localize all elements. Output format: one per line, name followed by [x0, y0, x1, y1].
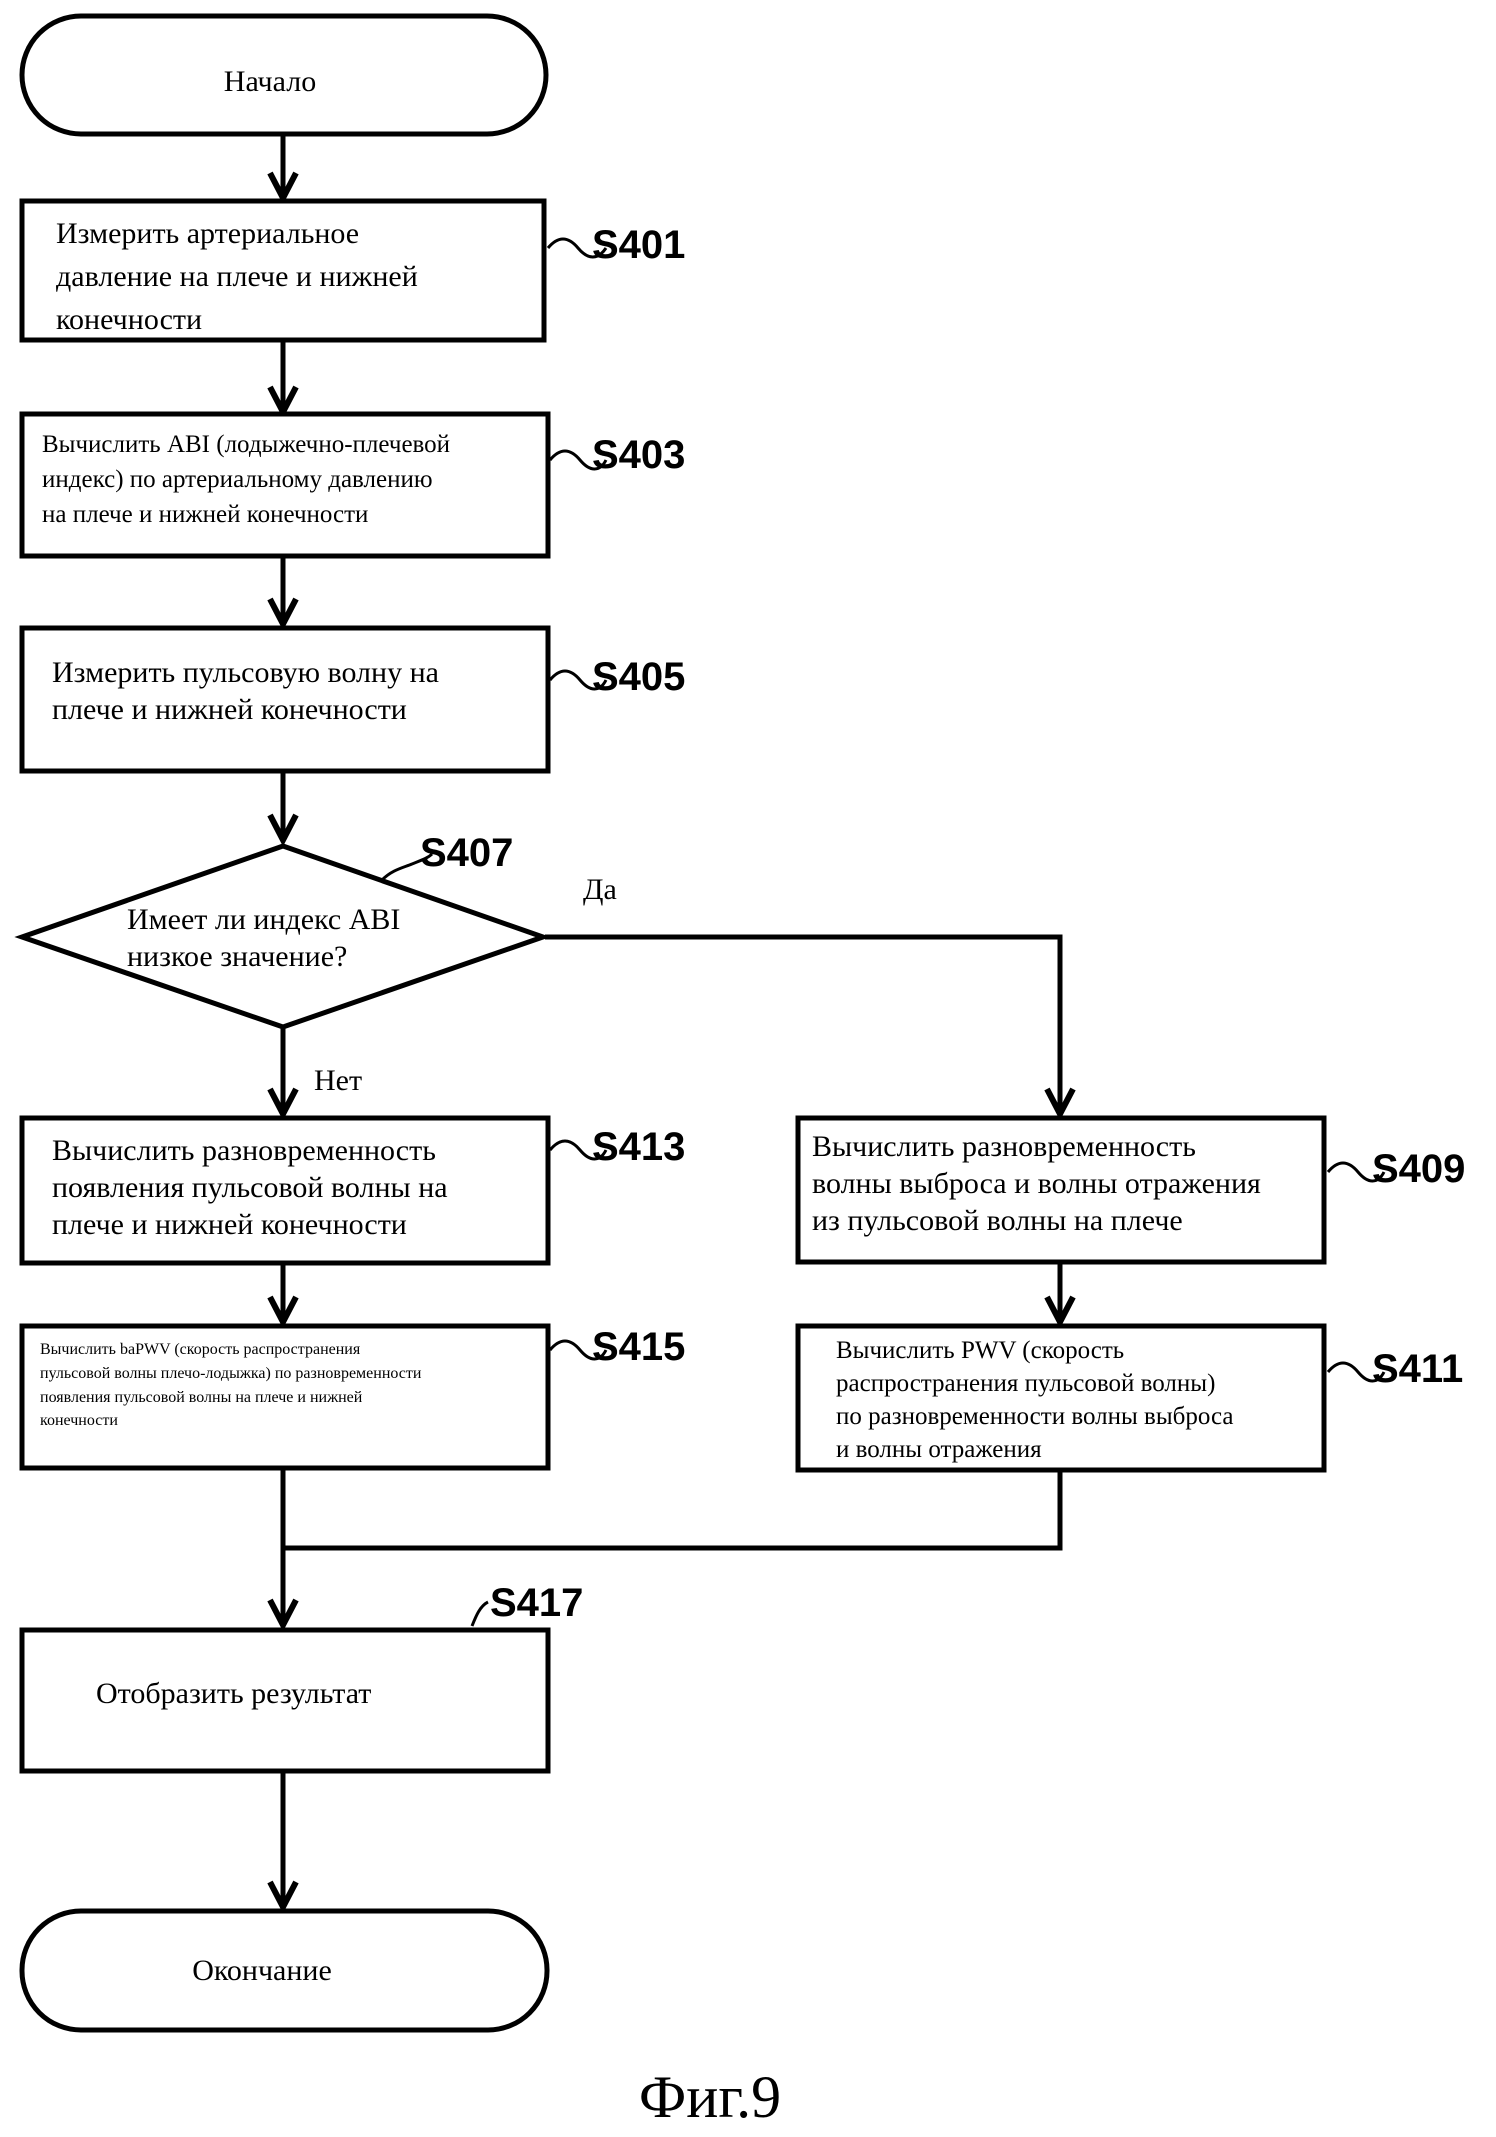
arrowhead — [1044, 1295, 1076, 1329]
s403-line-2: индекс) по артериальному давлению — [42, 466, 433, 493]
s409-line-1: Вычислить разновременность — [812, 1130, 1196, 1163]
end-text: Окончание — [192, 1954, 332, 1987]
s403-leader — [548, 449, 608, 471]
s401-line-2: давление на плече и нижней — [56, 260, 418, 293]
start-terminator: Начало — [19, 13, 549, 137]
process-s409: Вычислить разновременность волны выброса… — [795, 1115, 1465, 1265]
arrowhead — [267, 171, 299, 205]
process-s405: Измерить пульсовую волну на плече и нижн… — [19, 625, 685, 774]
process-s417: Отобразить результат S417 — [19, 1581, 583, 1774]
s407-leader — [380, 852, 434, 882]
s405-leader — [548, 669, 608, 691]
s417-label: S417 — [490, 1581, 583, 1625]
process-s401: Измерить артериальное давление на плече … — [19, 198, 685, 343]
process-s411: Вычислить PWV (скорость распространения … — [795, 1323, 1463, 1473]
arrowhead — [267, 1598, 299, 1632]
arrowhead — [267, 597, 299, 631]
s407-label: S407 — [420, 831, 513, 875]
s411-line-3: по разновременности волны выброса — [836, 1403, 1233, 1430]
s405-label: S405 — [592, 655, 685, 699]
s401-label: S401 — [592, 223, 685, 267]
s407-no-label: Нет — [314, 1064, 362, 1097]
s401-line-3: конечности — [56, 303, 202, 336]
process-s403: Вычислить ABI (лодыжечно-плечевой индекс… — [19, 411, 685, 559]
s415-line-1: Вычислить baPWV (скорость распространени… — [40, 1341, 361, 1358]
s401-leader — [546, 237, 608, 259]
decision-s407: Имеет ли индекс ABI низкое значение? S40… — [14, 831, 617, 1097]
s411-line-2: распространения пульсовой волны) — [836, 1370, 1215, 1397]
s413-label: S413 — [592, 1125, 685, 1169]
s417-leader — [470, 1600, 489, 1627]
s403-line-1: Вычислить ABI (лодыжечно-плечевой — [42, 431, 450, 458]
s411-line-4: и волны отражения — [836, 1436, 1042, 1463]
process-s415: Вычислить baPWV (скорость распространени… — [19, 1323, 685, 1471]
s415-line-4: конечности — [40, 1412, 118, 1429]
end-terminator: Окончание — [19, 1908, 550, 2033]
s405-line-2: плече и нижней конечности — [52, 693, 407, 726]
arrowhead — [267, 1087, 299, 1121]
s417-line-1: Отобразить результат — [96, 1677, 371, 1710]
s407-line-1: Имеет ли индекс ABI — [127, 903, 400, 936]
connectors — [280, 136, 1063, 1907]
s411-line-1: Вычислить PWV (скорость — [836, 1337, 1124, 1364]
s403-line-3: на плече и нижней конечности — [42, 501, 368, 528]
arrowhead — [1044, 1087, 1076, 1121]
s401-line-1: Измерить артериальное — [56, 217, 359, 250]
s413-line-2: появления пульсовой волны на — [52, 1171, 448, 1204]
process-s413: Вычислить разновременность появления пул… — [19, 1115, 685, 1266]
s409-label: S409 — [1372, 1147, 1465, 1191]
s409-line-2: волны выброса и волны отражения — [812, 1167, 1261, 1200]
arrowhead — [267, 813, 299, 847]
start-text: Начало — [224, 65, 316, 98]
s413-line-1: Вычислить разновременность — [52, 1134, 436, 1167]
s407-yes-label: Да — [583, 873, 617, 906]
s409-leader — [1326, 1161, 1386, 1183]
arrowhead — [267, 1295, 299, 1329]
s411-leader — [1326, 1361, 1386, 1383]
s415-leader — [548, 1339, 608, 1361]
s413-line-3: плече и нижней конечности — [52, 1208, 407, 1241]
s413-leader — [548, 1139, 608, 1161]
arrowhead — [267, 1880, 299, 1914]
s405-line-1: Измерить пульсовую волну на — [52, 656, 439, 689]
s411-label: S411 — [1372, 1347, 1463, 1391]
s403-label: S403 — [592, 433, 685, 477]
s415-line-3: появления пульсовой волны на плече и ниж… — [40, 1389, 363, 1406]
figure-caption: Фиг.9 — [639, 2064, 781, 2130]
s407-line-2: низкое значение? — [127, 940, 347, 973]
s415-label: S415 — [592, 1325, 685, 1369]
s415-line-2: пульсовой волны плечо-лодыжка) по разнов… — [40, 1365, 422, 1382]
s409-line-3: из пульсовой волны на плече — [812, 1204, 1183, 1237]
